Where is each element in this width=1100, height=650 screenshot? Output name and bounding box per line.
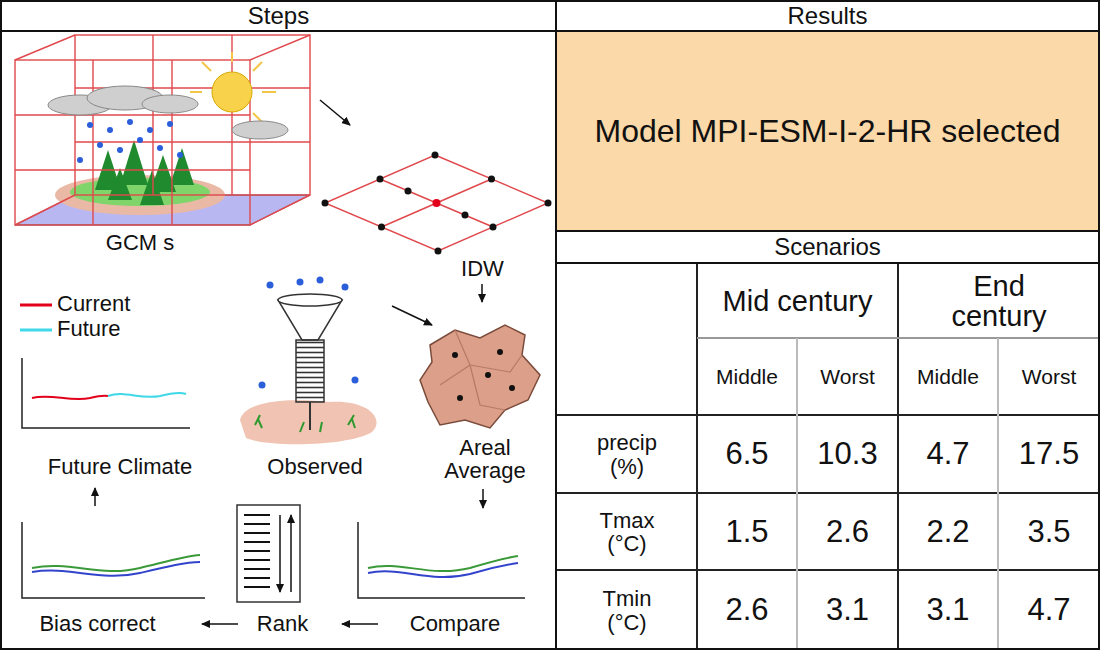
table-cell: 3.5 (998, 494, 1100, 570)
table-cell: Mid century (697, 264, 898, 338)
step-label: GCM s (106, 231, 174, 254)
table-text: Tmax (°C) (582, 509, 672, 555)
table-cell: Worst (797, 340, 898, 415)
step-label-box: IDW (440, 256, 525, 282)
step-label: Observed (267, 455, 362, 478)
watershed (420, 325, 540, 428)
table-cell: Tmax (°C) (557, 494, 697, 570)
panel-heading: Steps (248, 2, 309, 30)
gcm-cube (15, 35, 310, 225)
step-arrow (202, 623, 238, 625)
bias-chart (22, 522, 205, 598)
step-arrow (342, 623, 378, 625)
table-text: precip (%) (582, 431, 672, 477)
text-holder: Results (557, 2, 1098, 32)
table-cell: 4.7 (898, 416, 998, 493)
step-label-box: Future Climate (10, 453, 230, 481)
table-text: 2.6 (725, 594, 768, 627)
table-text: 1.5 (725, 516, 768, 549)
table-text: 3.1 (826, 594, 869, 627)
step-label: IDW (461, 257, 504, 280)
step-label: Rank (257, 612, 308, 635)
table-cell: 6.5 (697, 416, 797, 493)
table-text: 2.2 (926, 516, 969, 549)
table-cell: Tmin (°C) (557, 571, 697, 650)
table-grid (557, 262, 1100, 650)
sun (190, 52, 276, 122)
step-arrow (94, 488, 96, 506)
table-cell: Middle (697, 340, 797, 415)
table-cell: 10.3 (797, 416, 898, 493)
table-cell: Worst (998, 340, 1100, 415)
idw-grid (322, 152, 552, 255)
legend-swatch (20, 304, 52, 307)
table-cell: 3.1 (898, 571, 998, 650)
table-text: 2.6 (826, 516, 869, 549)
table-cell: 3.1 (797, 571, 898, 650)
table-cell: 4.7 (998, 571, 1100, 650)
table-cell: 2.2 (898, 494, 998, 570)
step-arrow (481, 284, 483, 302)
step-label-box: Rank (245, 610, 320, 638)
table-text: 10.3 (817, 438, 877, 471)
table-cell: precip (%) (557, 416, 697, 493)
table-cell: 1.5 (697, 494, 797, 570)
step-arrow (320, 100, 350, 125)
step-label-box: Bias correct (5, 610, 190, 638)
step-label-box: GCM s (40, 230, 240, 256)
step-arrow (482, 489, 484, 508)
text-holder: Model MPI-ESM-I-2-HR selected (557, 32, 1098, 230)
table-text: 4.7 (926, 438, 969, 471)
table-cell: 17.5 (998, 416, 1100, 493)
table-text: 3.5 (1027, 516, 1070, 549)
future-chart (22, 358, 190, 428)
step-label-box: Observed (245, 453, 385, 481)
table-text: 6.5 (725, 438, 768, 471)
table-cell: 2.6 (697, 571, 797, 650)
step-arrow (392, 306, 432, 325)
section-heading: Scenarios (774, 233, 881, 261)
table-text: End century (924, 271, 1074, 332)
step-label: Compare (410, 612, 500, 635)
legend-text: Future (57, 318, 121, 340)
compare-chart (358, 522, 525, 598)
text-holder: Steps (2, 2, 555, 32)
legend-text: Current (57, 293, 130, 315)
table-cell: Middle (898, 340, 998, 415)
table-text: Tmin (°C) (582, 587, 672, 633)
panel-heading: Results (787, 2, 867, 30)
table-text: 3.1 (926, 594, 969, 627)
table-text: Worst (820, 366, 874, 388)
table-cell: 2.6 (797, 494, 898, 570)
table-text: Mid century (723, 286, 873, 316)
step-label-box: Compare (380, 610, 530, 638)
table-text: 4.7 (1027, 594, 1070, 627)
table-text: Middle (716, 366, 778, 388)
table-text: 17.5 (1019, 438, 1079, 471)
rank-symbol (237, 505, 300, 602)
result-box: Model MPI-ESM-I-2-HR selected (557, 32, 1098, 232)
step-label-box: Areal Average (420, 432, 550, 486)
table-cell: End century (898, 264, 1100, 338)
table-text: Worst (1022, 366, 1076, 388)
table-text: Middle (917, 366, 979, 388)
result-text: Model MPI-ESM-I-2-HR selected (595, 113, 1061, 150)
legend-swatch (20, 329, 52, 332)
text-holder: Scenarios (557, 232, 1098, 262)
step-label: Bias correct (39, 612, 155, 635)
rain-gauge (240, 277, 377, 445)
step-label: Areal Average (430, 436, 540, 482)
step-label: Future Climate (48, 455, 192, 478)
section-band: Scenarios (557, 232, 1098, 264)
